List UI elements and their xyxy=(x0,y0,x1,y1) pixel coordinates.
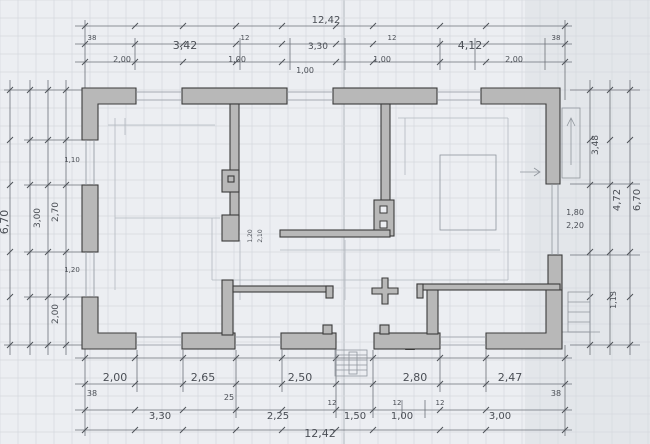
dimension-ticks xyxy=(6,22,634,434)
walls xyxy=(81,87,563,350)
wall-bottom-left-corner xyxy=(81,296,137,350)
dim-bottom-room-2: 2,25 xyxy=(267,411,289,422)
dim-top-seg-1: 3,42 xyxy=(173,39,198,52)
dim-top-small-3: 12 xyxy=(241,34,250,42)
dim-bottom-room-4: 1,00 xyxy=(391,411,413,422)
wall-partition xyxy=(279,229,391,238)
dim-left-seg-3: 2,00 xyxy=(51,304,61,324)
dim-bottom-open-5: 2,47 xyxy=(498,371,523,384)
dim-left-small-2: 1,20 xyxy=(64,266,80,274)
dimension-labels: 12,42 3,42 3,30 4,12 2,00 1,00 1,00 1,00… xyxy=(0,15,643,440)
dim-bottom-small-6: 12 xyxy=(436,399,445,407)
dim-interior-2: 2,20 xyxy=(566,221,584,230)
dim-bottom-small-1: 38 xyxy=(87,389,97,398)
dim-bottom-overall: 12,42 xyxy=(304,427,336,440)
wall-top-left-corner xyxy=(81,87,137,141)
dim-top-open-2: 1,00 xyxy=(228,55,246,64)
dim-right-overall-a: 4,72 xyxy=(612,189,623,211)
wall-bath-left xyxy=(221,279,234,336)
dim-right-seg-2: 1,13 xyxy=(609,291,618,309)
wall-left-middle xyxy=(81,184,99,253)
pencil-guidelines xyxy=(108,117,509,300)
dim-bottom-room-3: 1,50 xyxy=(344,411,366,422)
dim-top-overall: 12,42 xyxy=(312,15,341,26)
dim-top-open-3: 1,00 xyxy=(296,66,314,75)
dim-top-open-4: 1,00 xyxy=(373,55,391,64)
dim-bottom-open-1: 2,00 xyxy=(103,371,128,384)
dim-top-seg-3: 4,12 xyxy=(458,39,483,52)
dim-right-seg-1: 3,48 xyxy=(591,135,601,155)
dim-left-overall: 6,70 xyxy=(0,210,11,235)
wall-bath-top xyxy=(232,285,334,293)
fixtures xyxy=(439,107,600,333)
window-openings xyxy=(85,91,559,346)
wall-bottom-segment-3 xyxy=(373,332,441,350)
dim-bottom-open-2: 2,65 xyxy=(191,371,216,384)
dim-interior-3: 1,20 xyxy=(247,229,254,243)
wall-top-segment-1 xyxy=(181,87,288,105)
dim-bottom-open-4: 2,80 xyxy=(403,371,428,384)
dim-left-seg-2: 2,70 xyxy=(51,202,61,222)
dim-left-small-1: 1,10 xyxy=(64,156,80,164)
dim-bottom-room-1: 3,30 xyxy=(149,411,171,422)
dim-right-overall-b: 6,70 xyxy=(632,189,643,211)
dim-bottom-small-2: 38 xyxy=(551,389,561,398)
dim-bottom-small-3: 25 xyxy=(224,393,234,402)
wall-bottom-segment-1 xyxy=(181,332,236,350)
wall-kitchen-top xyxy=(416,283,561,291)
table-outline xyxy=(439,154,497,231)
wall-interior-left xyxy=(229,103,240,231)
dim-bottom-open-3: 2,50 xyxy=(288,371,313,384)
dim-bottom-small-5: 12 xyxy=(393,399,402,407)
dim-left-seg-1: 3,00 xyxy=(33,208,43,228)
dim-top-small-2: 38 xyxy=(552,34,561,42)
wall-top-segment-2 xyxy=(332,87,438,105)
wall-bottom-right-corner xyxy=(485,289,563,350)
dim-top-small-1: 38 xyxy=(88,34,97,42)
window-box-outline xyxy=(561,107,581,179)
dim-top-open-1: 2,00 xyxy=(113,55,131,64)
dim-interior-4: 2,10 xyxy=(257,229,264,243)
dim-top-small-4: 12 xyxy=(388,34,397,42)
dim-top-seg-2: 3,30 xyxy=(308,42,328,52)
dim-bottom-room-5: 3,00 xyxy=(489,411,511,422)
column-cross xyxy=(371,277,399,305)
wall-top-right-corner xyxy=(480,87,561,185)
chimney-left-base xyxy=(221,214,240,242)
dim-bottom-small-4: 12 xyxy=(328,399,337,407)
wall-kitchen-left xyxy=(426,285,439,335)
paper-overlay-sheet xyxy=(525,0,650,444)
dim-top-open-5: 2,00 xyxy=(505,55,523,64)
wall-bottom-segment-2 xyxy=(280,332,337,350)
dim-interior-1: 1,80 xyxy=(566,208,584,217)
